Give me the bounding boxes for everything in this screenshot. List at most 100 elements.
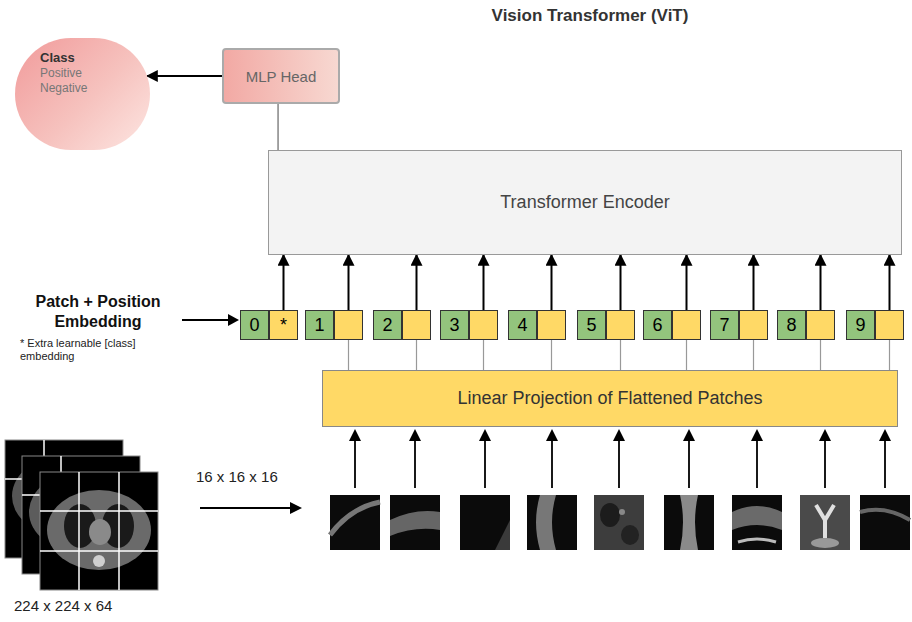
position-embedding-half: 0: [240, 310, 269, 340]
patch-embedding-half: [334, 310, 363, 340]
patch-embedding-half: [739, 310, 768, 340]
patch-embedding-half: [806, 310, 835, 340]
embedding-token: 7: [710, 310, 768, 340]
illustration-part: [354, 438, 356, 488]
diagram-title: Vision Transformer (ViT): [440, 6, 740, 26]
token-index: 9: [855, 315, 865, 336]
illustration-part: [409, 429, 421, 441]
illustration-part: [738, 539, 776, 542]
connector-arrow: [283, 255, 285, 310]
patch-embedding-half: [537, 310, 566, 340]
illustration-part: [40, 472, 158, 590]
token-index: 3: [449, 315, 459, 336]
class-option: Positive: [40, 66, 140, 80]
illustration-part: [330, 495, 380, 550]
position-embedding-half: 9: [846, 310, 875, 340]
illustration-part: [551, 438, 553, 488]
illustration-part: [680, 495, 698, 550]
illustration-part: [495, 520, 510, 550]
position-embedding-half: 6: [643, 310, 672, 340]
patch-arrowheads: [349, 429, 891, 441]
encoder-box: Transformer Encoder: [268, 150, 902, 255]
illustration-part: [40, 550, 158, 552]
illustration-part: [732, 495, 782, 550]
illustration-part: [819, 429, 831, 441]
illustration-part: [290, 502, 302, 514]
class-token-mark: *: [280, 315, 287, 336]
illustration-part: [884, 438, 886, 488]
position-embedding-half: 1: [305, 310, 334, 340]
illustration-part: [732, 506, 782, 530]
illustration-part: [390, 511, 440, 536]
embedding-token: 4: [508, 310, 566, 340]
illustration-part: [93, 555, 105, 567]
patch-embedding-half: [672, 310, 701, 340]
token-index: 0: [249, 315, 259, 336]
illustration-part: [600, 503, 620, 527]
class-option: Negative: [40, 81, 140, 95]
illustration-part: [349, 429, 361, 441]
illustration-part: [756, 438, 758, 488]
illustration-part: [800, 495, 850, 550]
patch-embedding-half: [402, 310, 431, 340]
illustration-part: [613, 429, 625, 441]
connector-arrow: [416, 255, 418, 310]
connector-arrow: [620, 255, 622, 310]
embedding-token: 8: [777, 310, 835, 340]
embedding-token: 9: [846, 310, 904, 340]
illustration-part: [546, 429, 558, 441]
position-embedding-half: 4: [508, 310, 537, 340]
connector-line: [551, 340, 552, 370]
illustration-part: [89, 519, 111, 545]
patch-size-label: 16 x 16 x 16: [196, 468, 314, 486]
token-index: 8: [786, 315, 796, 336]
embedding-token: 0*: [240, 310, 298, 340]
patch-embedding-half: *: [269, 310, 298, 340]
illustration-part: [182, 319, 230, 321]
patch-images: [330, 495, 910, 550]
embedding-token: 6: [643, 310, 701, 340]
ct-stack: [5, 440, 158, 590]
connector-line: [483, 340, 484, 370]
illustration-part: [527, 495, 577, 550]
connector-arrow: [686, 255, 688, 310]
illustration-part: [479, 429, 491, 441]
illustration-part: [228, 314, 239, 326]
connector-arrow: [820, 255, 822, 310]
patch-arrows: [355, 438, 885, 488]
embedding-token: 3: [440, 310, 498, 340]
illustration-part: [414, 438, 416, 488]
connector-arrow: [147, 75, 222, 77]
connector-line: [753, 340, 754, 370]
illustration-part: [118, 472, 120, 590]
illustration-part: [664, 495, 714, 550]
illustration-part: [200, 507, 292, 509]
illustration-part: [594, 495, 644, 550]
illustration-part: [40, 510, 158, 512]
illustration-part: [536, 495, 556, 550]
connector-arrow: [889, 255, 891, 310]
illustration-part: [78, 472, 80, 590]
embedding-label: Patch + Position Embedding: [16, 292, 180, 331]
connector-line: [820, 340, 821, 370]
illustration-part: [688, 438, 690, 488]
illustration-part: [621, 525, 639, 545]
class-heading: Class: [40, 50, 140, 66]
connector-arrow: [348, 255, 350, 310]
position-embedding-half: 2: [373, 310, 402, 340]
patch-embedding-half: [606, 310, 635, 340]
connector-arrow: [551, 255, 553, 310]
box-label: MLP Head: [246, 68, 317, 85]
illustration-part: [860, 510, 910, 520]
connector-line: [277, 104, 278, 150]
projection-box: Linear Projection of Flattened Patches: [322, 370, 898, 427]
mlp-head-box: MLP Head: [222, 48, 340, 104]
token-index: 4: [517, 315, 527, 336]
illustration-part: [484, 438, 486, 488]
connector-line: [889, 340, 890, 370]
connector-arrow: [483, 255, 485, 310]
illustration-part: [683, 429, 695, 441]
illustration-part: [330, 502, 380, 535]
position-embedding-half: 5: [577, 310, 606, 340]
